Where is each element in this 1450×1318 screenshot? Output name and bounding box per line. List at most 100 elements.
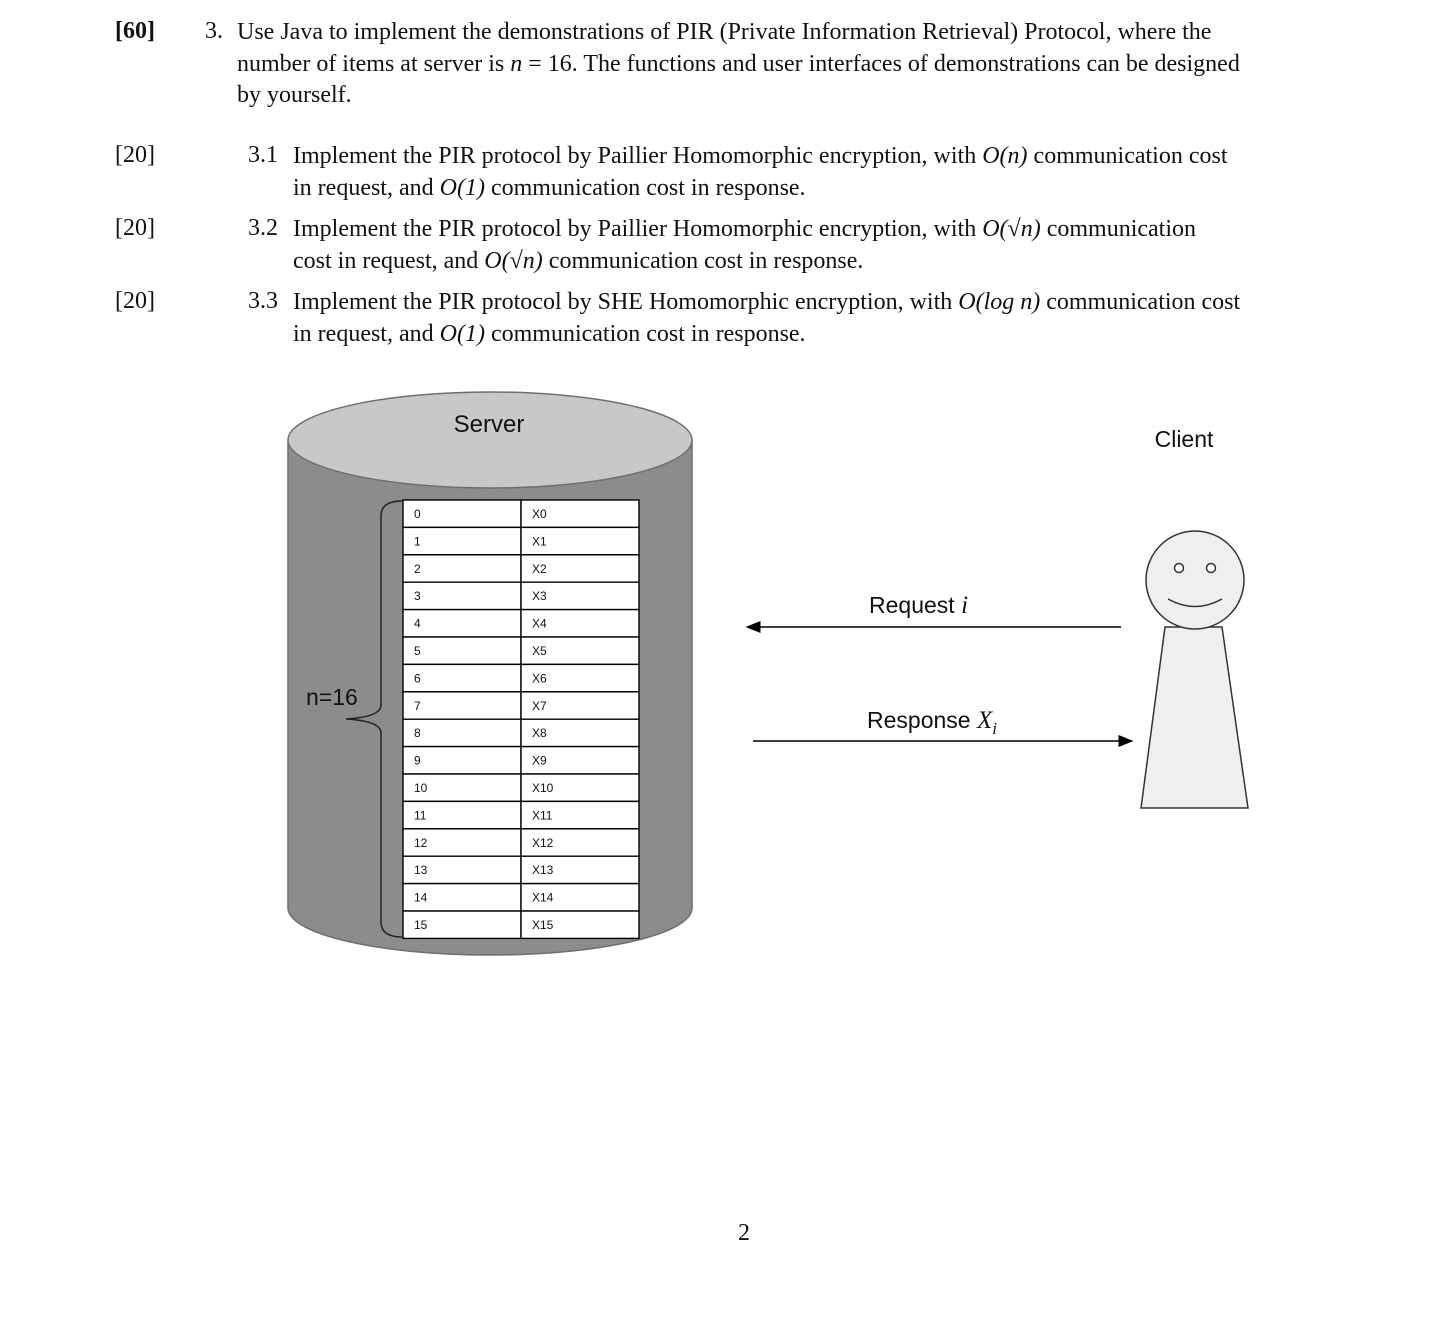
index-label: 6: [414, 671, 421, 685]
subquestion-marks: [20]: [115, 288, 155, 314]
item-label: X6: [532, 671, 547, 685]
table-row: 1 X1: [402, 526, 640, 556]
index-cell: [402, 745, 522, 775]
subquestion-number: 3.1: [248, 142, 278, 168]
subquestion-number: 3.2: [248, 215, 278, 241]
table-row: 15 X15: [402, 910, 640, 940]
index-label: 7: [414, 699, 421, 713]
item-label: X1: [532, 534, 547, 548]
index-cell: [402, 910, 522, 940]
index-label: 8: [414, 726, 421, 740]
request-label: Request i: [869, 592, 968, 619]
index-label: 10: [414, 781, 428, 795]
cylinder-top: [287, 391, 693, 489]
subquestion-number: 3.3: [248, 288, 278, 314]
item-cell: [520, 554, 640, 583]
item-cell: [520, 608, 640, 638]
table-row: 3 X3: [402, 581, 640, 611]
client-person-icon: [1140, 530, 1249, 809]
index-label: 12: [414, 836, 428, 850]
client-label: Client: [1155, 426, 1214, 452]
item-label: X2: [532, 562, 547, 576]
response-label: Response Xi: [867, 707, 997, 738]
index-cell: [402, 855, 522, 885]
index-label: 4: [414, 617, 421, 631]
index-cell: [402, 636, 522, 666]
client-head: [1145, 530, 1245, 630]
question-text: Use Java to implement the demonstrations…: [237, 17, 1296, 112]
index-cell: [402, 554, 522, 583]
item-cell: [520, 663, 640, 693]
subquestion-text: Implement the PIR protocol by SHE Homomo…: [293, 289, 1241, 347]
index-label: 3: [414, 589, 421, 603]
server-label: Server: [454, 411, 525, 438]
table-row: 14 X14: [402, 882, 640, 912]
item-cell: [520, 745, 640, 775]
index-label: 2: [414, 562, 421, 576]
index-label: 13: [414, 863, 428, 877]
question-number: 3.: [205, 18, 223, 44]
n-brace: [345, 500, 403, 938]
index-label: 9: [414, 754, 421, 768]
table-row: 10 X10: [402, 773, 640, 803]
table-row: 9 X9: [402, 745, 640, 775]
item-cell: [520, 718, 640, 748]
index-cell: [402, 581, 522, 611]
question-marks: [60]: [115, 18, 155, 44]
question-line-2: number of items at server is n = 16. The…: [237, 50, 1240, 77]
item-label: X7: [532, 699, 547, 713]
item-label: X3: [532, 589, 547, 603]
index-label: 14: [414, 891, 428, 905]
subquestion-text: Implement the PIR protocol by Paillier H…: [293, 216, 1197, 274]
item-cell: [520, 828, 640, 857]
index-label: 5: [414, 644, 421, 658]
index-label: 1: [414, 534, 421, 548]
table-row: 6 X6: [402, 663, 640, 693]
client-eye-right: [1205, 562, 1217, 574]
item-label: X13: [532, 863, 554, 877]
index-label: 0: [414, 507, 421, 521]
item-label: X0: [532, 507, 547, 521]
client-eye-left: [1173, 562, 1185, 574]
item-label: X14: [532, 891, 554, 905]
index-cell: [402, 526, 522, 556]
item-label: X4: [532, 617, 547, 631]
subquestion-marks: [20]: [115, 142, 155, 168]
item-cell: [520, 773, 640, 803]
item-label: X11: [532, 808, 553, 822]
item-label: X12: [532, 836, 554, 850]
index-cell: [402, 608, 522, 638]
item-label: X15: [532, 918, 554, 932]
item-cell: [520, 581, 640, 611]
question-line-1: Use Java to implement the demonstrations…: [237, 19, 1212, 45]
index-label: 15: [414, 918, 428, 932]
item-label: X9: [532, 754, 547, 768]
item-label: X10: [532, 781, 554, 795]
subquestion-marks: [20]: [115, 215, 155, 241]
index-label: 11: [414, 808, 427, 822]
table-row: 2 X2: [402, 554, 640, 583]
client-body: [1140, 626, 1249, 809]
table-row: 12 X12: [402, 828, 640, 857]
subquestion-text: Implement the PIR protocol by Paillier H…: [293, 143, 1228, 201]
table-row: 13 X13: [402, 855, 640, 885]
client-smile: [1167, 598, 1223, 608]
question-line-3: by yourself.: [237, 82, 352, 108]
index-cell: [402, 800, 522, 830]
item-cell: [520, 636, 640, 666]
index-cell: [402, 691, 522, 720]
table-row: 4 X4: [402, 608, 640, 638]
n-label: n=16: [306, 684, 358, 710]
index-cell: [402, 499, 522, 529]
index-cell: [402, 773, 522, 803]
item-cell: [520, 691, 640, 720]
index-cell: [402, 663, 522, 693]
item-cell: [520, 910, 640, 940]
table-row: 11 X11: [402, 800, 640, 830]
index-cell: [402, 718, 522, 748]
table-row: 7 X7: [402, 691, 640, 720]
